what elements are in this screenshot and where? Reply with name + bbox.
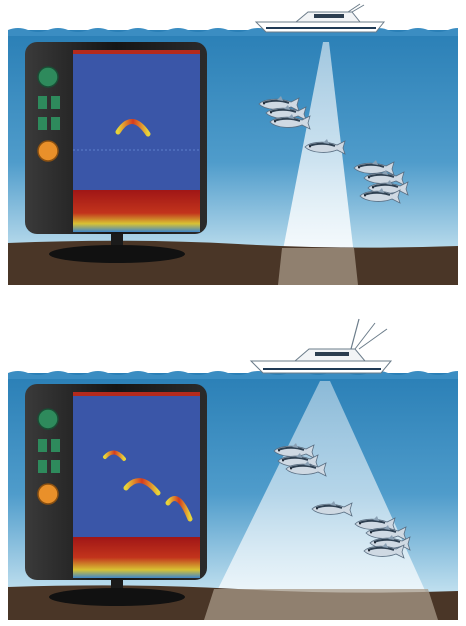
control-button <box>51 460 60 473</box>
bottom-return <box>73 190 200 232</box>
orange-button <box>38 141 58 161</box>
monitor-base <box>49 588 185 606</box>
beam-seabed-footprint <box>204 589 438 620</box>
monitor-base <box>49 245 185 263</box>
fishfinder-monitor-icon <box>25 42 207 263</box>
beam-seabed-footprint <box>278 248 358 285</box>
control-button <box>38 460 47 473</box>
wide-beam-panel <box>8 305 458 620</box>
narrow-beam-panel <box>8 0 458 285</box>
control-button <box>51 96 60 109</box>
wide-beam-scene <box>8 305 458 620</box>
bottom-return <box>73 537 200 578</box>
control-button <box>38 96 47 109</box>
control-button <box>51 439 60 452</box>
control-button <box>38 439 47 452</box>
power-button <box>38 67 58 87</box>
surface-return <box>73 392 200 396</box>
power-button <box>38 409 58 429</box>
sky <box>8 0 458 30</box>
control-button <box>51 117 60 130</box>
orange-button <box>38 484 58 504</box>
control-button <box>38 117 47 130</box>
surface-return <box>73 50 200 54</box>
sky <box>8 305 458 373</box>
fishfinder-monitor-icon <box>25 384 207 606</box>
narrow-beam-scene <box>8 0 458 285</box>
